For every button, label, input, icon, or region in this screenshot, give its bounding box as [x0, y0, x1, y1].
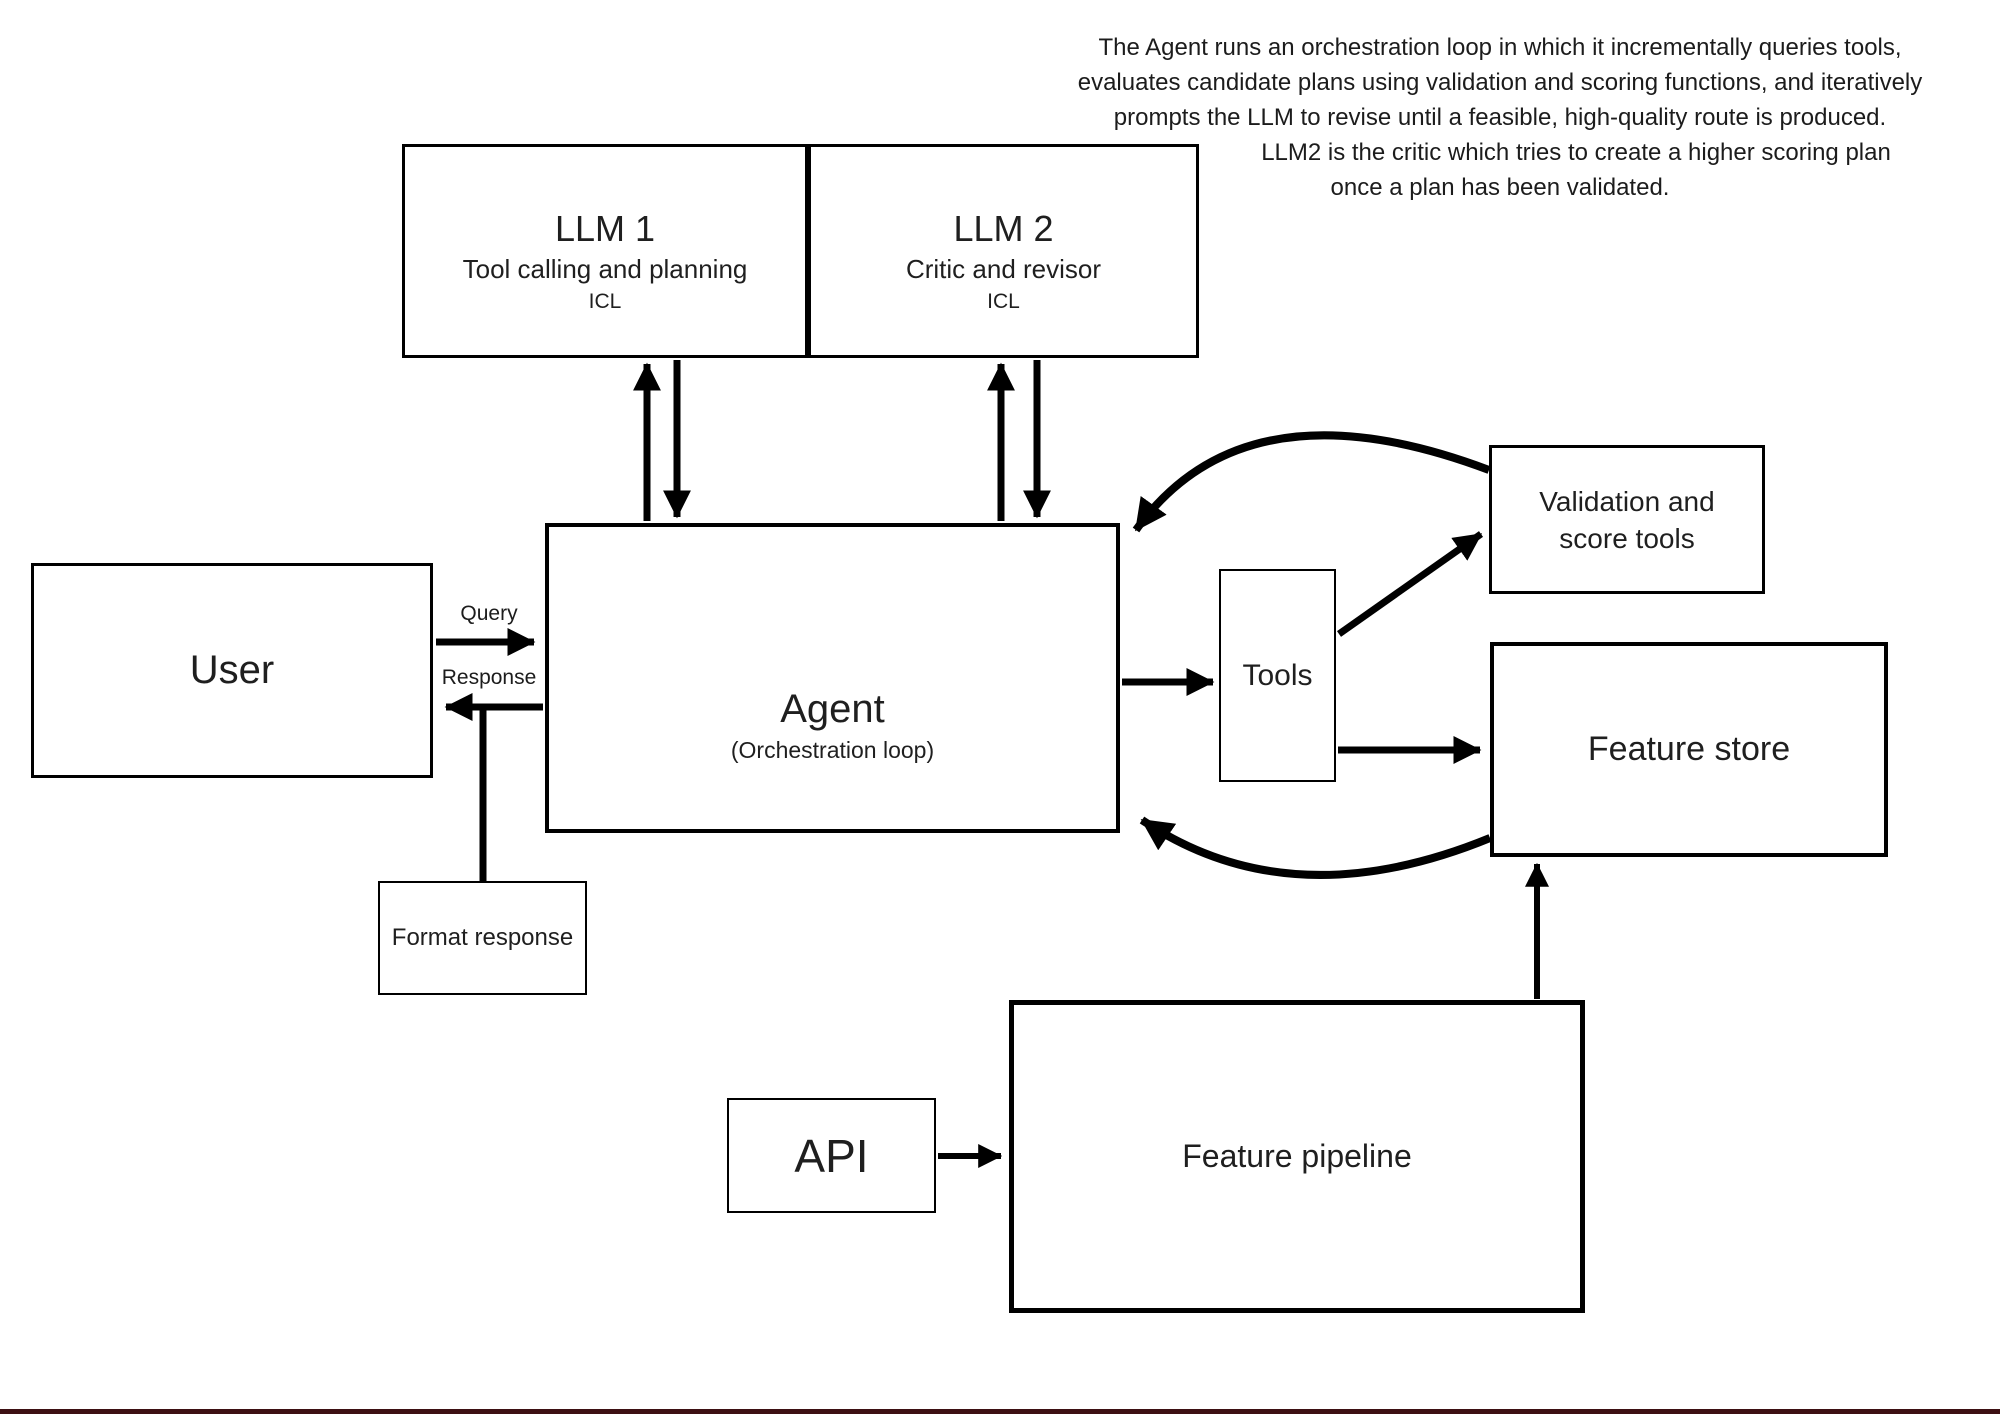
agent-title: Agent — [780, 687, 885, 731]
feature-store-label: Feature store — [1587, 730, 1791, 768]
node-feature-store: Feature store — [1490, 642, 1888, 857]
format-response-label: Format response — [391, 924, 574, 951]
node-agent: Agent (Orchestration loop) — [545, 523, 1120, 833]
api-label: API — [794, 1129, 869, 1182]
annotation-text: The Agent runs an orchestration loop in … — [1030, 30, 1970, 205]
feature-pipeline-label: Feature pipeline — [1182, 1138, 1412, 1174]
llm1-note: ICL — [588, 290, 622, 313]
agent-subtitle: (Orchestration loop) — [730, 737, 935, 763]
node-validation-and-score-tools: Validation and score tools — [1489, 445, 1765, 594]
llm2-title: LLM 2 — [953, 208, 1054, 249]
bottom-edge-artifact — [0, 1409, 2000, 1414]
validation-label-line: score tools — [1559, 522, 1695, 554]
node-llm1: LLM 1 Tool calling and planning ICL — [402, 144, 808, 358]
node-user: User — [31, 563, 433, 778]
llm1-subtitle: Tool calling and planning — [462, 254, 748, 284]
query-edge-label: Query — [460, 602, 518, 625]
llm2-subtitle: Critic and revisor — [905, 254, 1102, 284]
response-edge-label: Response — [441, 666, 537, 689]
arrow-tools-to-validation — [1336, 531, 1484, 637]
llm1-title: LLM 1 — [554, 208, 656, 249]
annotation-line: evaluates candidate plans using validati… — [1077, 69, 1923, 96]
node-api: API — [727, 1098, 936, 1213]
node-tools: Tools — [1219, 569, 1336, 782]
user-label: User — [189, 648, 275, 692]
curve-validation-to-agent — [1132, 431, 1491, 533]
annotation-line: prompts the LLM to revise until a feasib… — [1113, 104, 1887, 131]
curve-feature-store-to-agent — [1139, 816, 1492, 879]
tools-label: Tools — [1242, 658, 1313, 692]
node-llm2: LLM 2 Critic and revisor ICL — [808, 144, 1199, 358]
annotation-line: LLM2 is the critic which tries to create… — [1261, 139, 1891, 166]
annotation-line: The Agent runs an orchestration loop in … — [1098, 34, 1902, 61]
llm2-note: ICL — [987, 290, 1020, 313]
node-feature-pipeline: Feature pipeline — [1009, 1000, 1585, 1313]
node-format-response: Format response — [378, 881, 587, 995]
annotation-line: once a plan has been validated. — [1330, 174, 1670, 201]
validation-label-line: Validation and — [1539, 485, 1715, 517]
